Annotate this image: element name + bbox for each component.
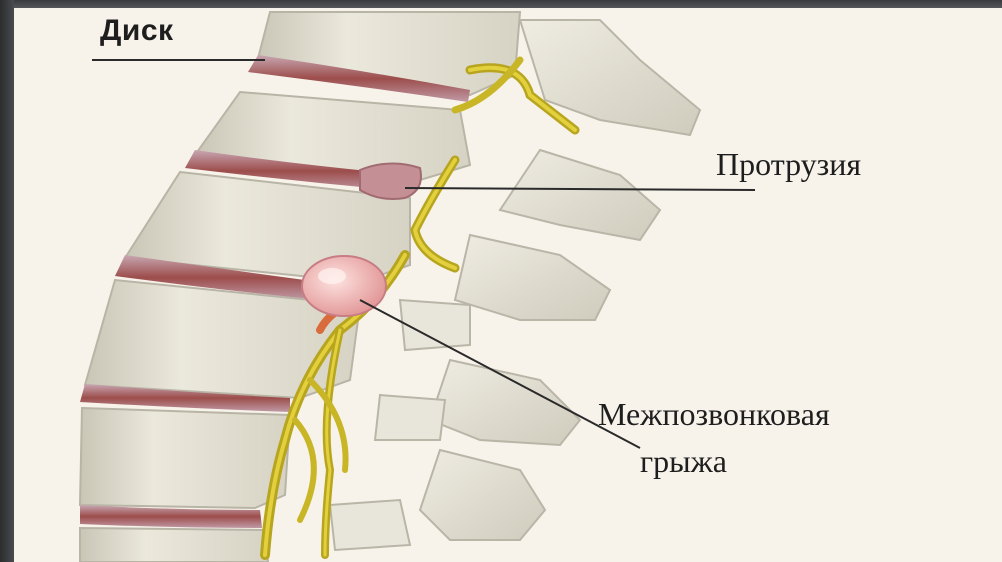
label-protrusion: Протрузия [716, 146, 861, 183]
protrusion-bulge [360, 163, 421, 199]
label-disk: Диск [100, 14, 174, 48]
label-hernia-line1: Межпозвонковая [598, 396, 830, 433]
leader-line-protrusion [405, 188, 755, 190]
label-hernia-line2: грыжа [640, 443, 727, 480]
